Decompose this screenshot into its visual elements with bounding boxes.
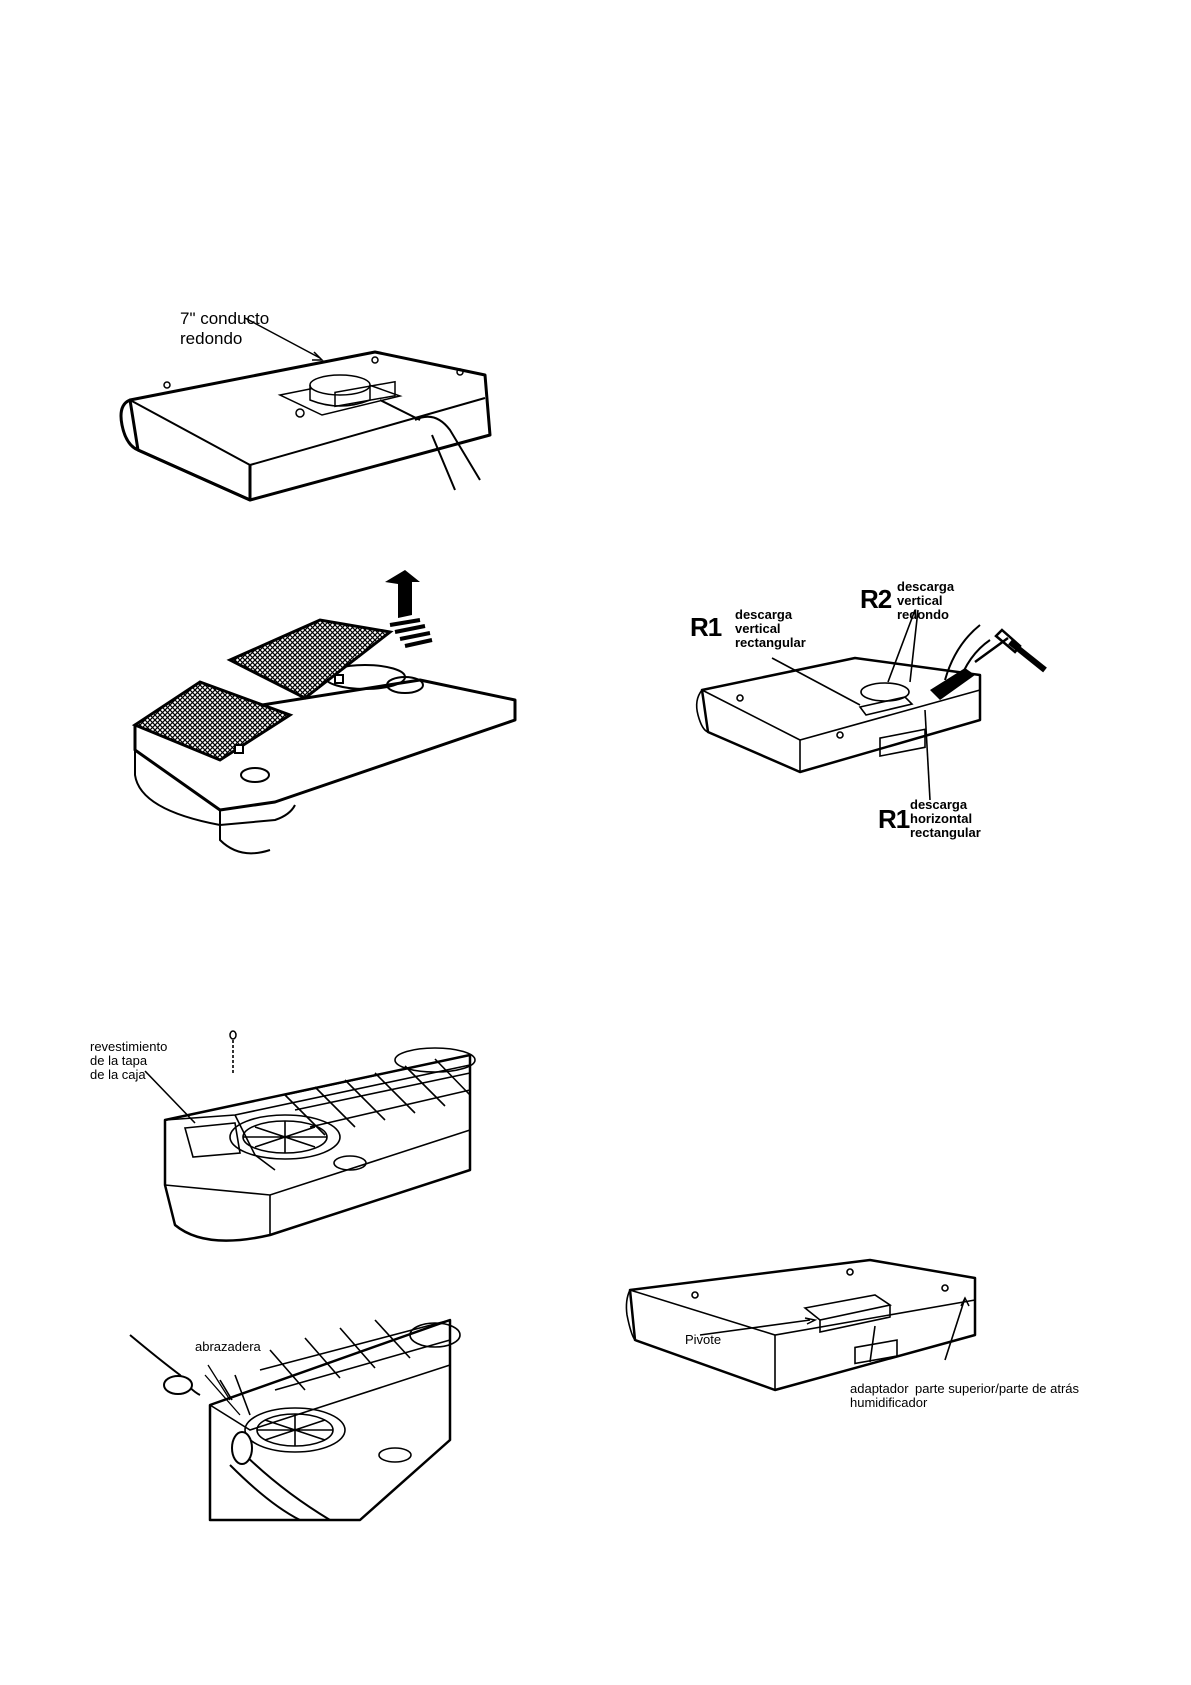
r2-line2: vertical	[897, 594, 943, 608]
figure-knockouts: R1 descarga vertical rectangular R2 desc…	[690, 570, 1050, 870]
r1-horizontal-tag: R1	[878, 804, 909, 835]
r1-horizontal-line1: descarga	[910, 798, 967, 812]
box-cover-label-line3: de la caja	[90, 1068, 146, 1082]
box-cover-label-line1: revestimiento	[90, 1040, 167, 1054]
r1-vertical-line1: descarga	[735, 608, 792, 622]
r1-horizontal-line2: horizontal	[910, 812, 972, 826]
r2-line1: descarga	[897, 580, 954, 594]
range-hood-round-duct-illustration	[110, 300, 530, 540]
pivot-label: Pivote	[685, 1333, 721, 1347]
damper-adapter-illustration	[625, 1260, 1105, 1440]
figure-filter-removal	[120, 570, 540, 860]
grease-filter-removal-illustration	[120, 570, 540, 860]
round-duct-label-line1: 7" conducto	[180, 310, 269, 328]
r2-tag: R2	[860, 584, 891, 615]
r2-line3: redondo	[897, 608, 949, 622]
top-back-label: parte superior/parte de atrás	[915, 1382, 1079, 1396]
round-duct-label-line2: redondo	[180, 330, 242, 348]
clamp-label: abrazadera	[195, 1340, 261, 1354]
figure-round-duct: 7" conducto redondo	[110, 300, 530, 540]
figure-damper-adapter: Pivote parte superior/parte de atrás ada…	[625, 1260, 1105, 1440]
damper-adapter-label-line2: humidificador	[850, 1396, 927, 1410]
cable-clamp-illustration	[130, 1320, 460, 1520]
box-cover-label-line2: de la tapa	[90, 1054, 147, 1068]
damper-adapter-label-line1: adaptador	[850, 1382, 909, 1396]
figure-box-cover: revestimiento de la tapa de la caja	[85, 1035, 475, 1265]
r1-vertical-line3: rectangular	[735, 636, 806, 650]
r1-vertical-tag: R1	[690, 612, 721, 643]
r1-horizontal-line3: rectangular	[910, 826, 981, 840]
figure-clamp: abrazadera	[130, 1320, 460, 1520]
r1-vertical-line2: vertical	[735, 622, 781, 636]
